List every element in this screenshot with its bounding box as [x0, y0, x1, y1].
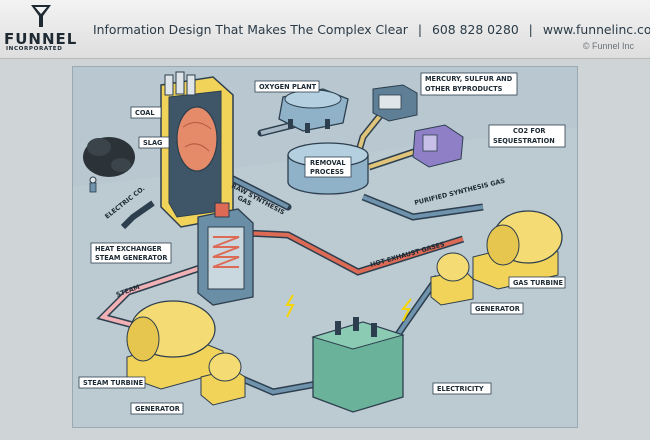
diagram-canvas: COAL SLAG OXYGEN PLANT MERCURY, SULFUR A… [73, 67, 577, 427]
gasifier-building [120, 71, 234, 230]
co2-unit [412, 124, 464, 168]
label-coal: COAL [130, 106, 162, 119]
steam-turbine [126, 300, 224, 390]
label-generator-left: GENERATOR [130, 402, 184, 415]
tagline-text: Information Design That Makes The Comple… [93, 22, 408, 37]
pipe-network [96, 104, 484, 396]
label-steam-turbine: STEAM TURBINE [78, 376, 146, 389]
svg-text:STEAM TURBINE: STEAM TURBINE [83, 379, 144, 387]
lightning-icon [285, 294, 295, 318]
coal-pile [83, 137, 135, 177]
website-link[interactable]: www.funnelinc.com [542, 22, 650, 37]
label-slag: SLAG [138, 136, 170, 149]
svg-text:SEQUESTRATION: SEQUESTRATION [493, 137, 555, 145]
generator-right [430, 252, 474, 306]
logo-wordmark: FUNNEL [4, 30, 78, 48]
svg-text:REMOVAL: REMOVAL [310, 159, 346, 167]
svg-text:GENERATOR: GENERATOR [135, 405, 180, 413]
lightning-icon [400, 298, 412, 322]
svg-text:GENERATOR: GENERATOR [475, 305, 520, 313]
label-byproducts: MERCURY, SULFUR AND OTHER BYPRODUCTS [420, 72, 518, 96]
svg-text:CO2 FOR: CO2 FOR [513, 127, 546, 135]
oxygen-plant [278, 88, 349, 133]
site-header: FUNNEL INCORPORATED Information Design T… [0, 0, 650, 59]
heat-exchanger [197, 202, 254, 306]
label-heat-exchanger: HEAT EXCHANGER STEAM GENERATOR [90, 242, 172, 264]
phone-number: 608 828 0280 [432, 22, 519, 37]
label-oxygen-plant: OXYGEN PLANT [254, 80, 320, 93]
svg-text:OXYGEN PLANT: OXYGEN PLANT [259, 83, 317, 91]
separator: | [417, 22, 423, 37]
igcc-diagram: COAL SLAG OXYGEN PLANT MERCURY, SULFUR A… [72, 66, 578, 428]
worker-icon [89, 176, 97, 193]
svg-text:ELECTRICITY: ELECTRICITY [437, 385, 484, 393]
header-tagline-row: Information Design That Makes The Comple… [93, 22, 650, 37]
funnel-logo-icon [31, 5, 51, 27]
svg-text:HEAT EXCHANGER: HEAT EXCHANGER [95, 245, 162, 253]
label-electricity: ELECTRICITY [432, 382, 492, 395]
byproducts-unit [372, 84, 418, 122]
svg-text:OTHER BYPRODUCTS: OTHER BYPRODUCTS [425, 85, 503, 93]
svg-text:MERCURY, SULFUR AND: MERCURY, SULFUR AND [425, 75, 513, 83]
label-gas-turbine: GAS TURBINE [508, 276, 566, 289]
svg-text:SLAG: SLAG [143, 139, 162, 147]
copyright-text: © Funnel Inc [582, 41, 634, 51]
label-co2: CO2 FOR SEQUESTRATION [488, 124, 566, 148]
svg-text:STEAM GENERATOR: STEAM GENERATOR [95, 254, 168, 262]
label-removal-process: REMOVAL PROCESS [304, 156, 352, 178]
separator: | [528, 22, 533, 37]
electricity-transformer [285, 294, 412, 413]
label-generator-right: GENERATOR [470, 302, 524, 315]
logo-subtitle: INCORPORATED [6, 46, 63, 52]
generator-left [200, 352, 246, 406]
svg-text:PROCESS: PROCESS [310, 168, 344, 176]
svg-text:GAS TURBINE: GAS TURBINE [513, 279, 563, 287]
svg-text:COAL: COAL [135, 109, 155, 117]
